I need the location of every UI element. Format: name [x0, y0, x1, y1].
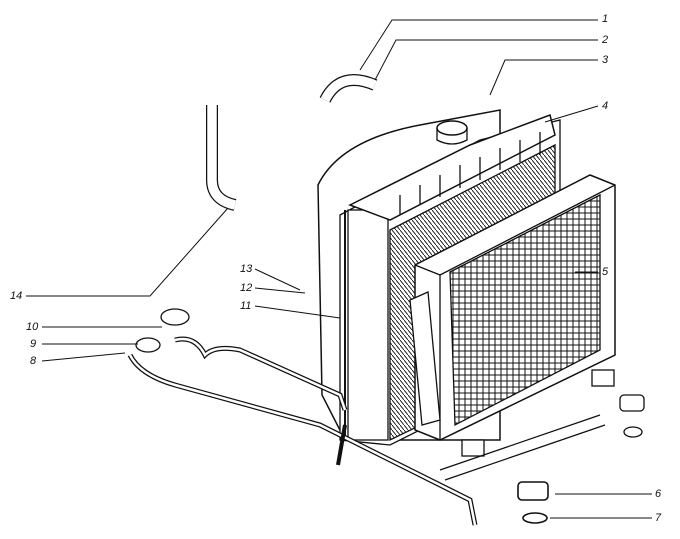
oil-cooler	[409, 174, 616, 441]
callout-2: 2	[602, 34, 609, 46]
callout-12: 12	[240, 282, 253, 294]
flange-10	[160, 308, 190, 326]
callout-7: 7	[655, 512, 662, 524]
callout-10: 10	[26, 321, 39, 333]
callout-5: 5	[602, 266, 609, 278]
callout-1: 1	[602, 13, 609, 25]
callout-6: 6	[655, 488, 662, 500]
flange-9	[135, 337, 161, 353]
filler-cap	[436, 120, 468, 136]
callout-14: 14	[10, 290, 23, 302]
callout-13: 13	[240, 263, 253, 275]
callout-3: 3	[602, 54, 609, 66]
callout-4: 4	[602, 100, 609, 112]
callout-8: 8	[30, 355, 37, 367]
callout-11: 11	[240, 300, 252, 312]
leader-lines	[26, 19, 652, 519]
callout-9: 9	[30, 338, 37, 350]
mount-pads	[461, 369, 645, 524]
